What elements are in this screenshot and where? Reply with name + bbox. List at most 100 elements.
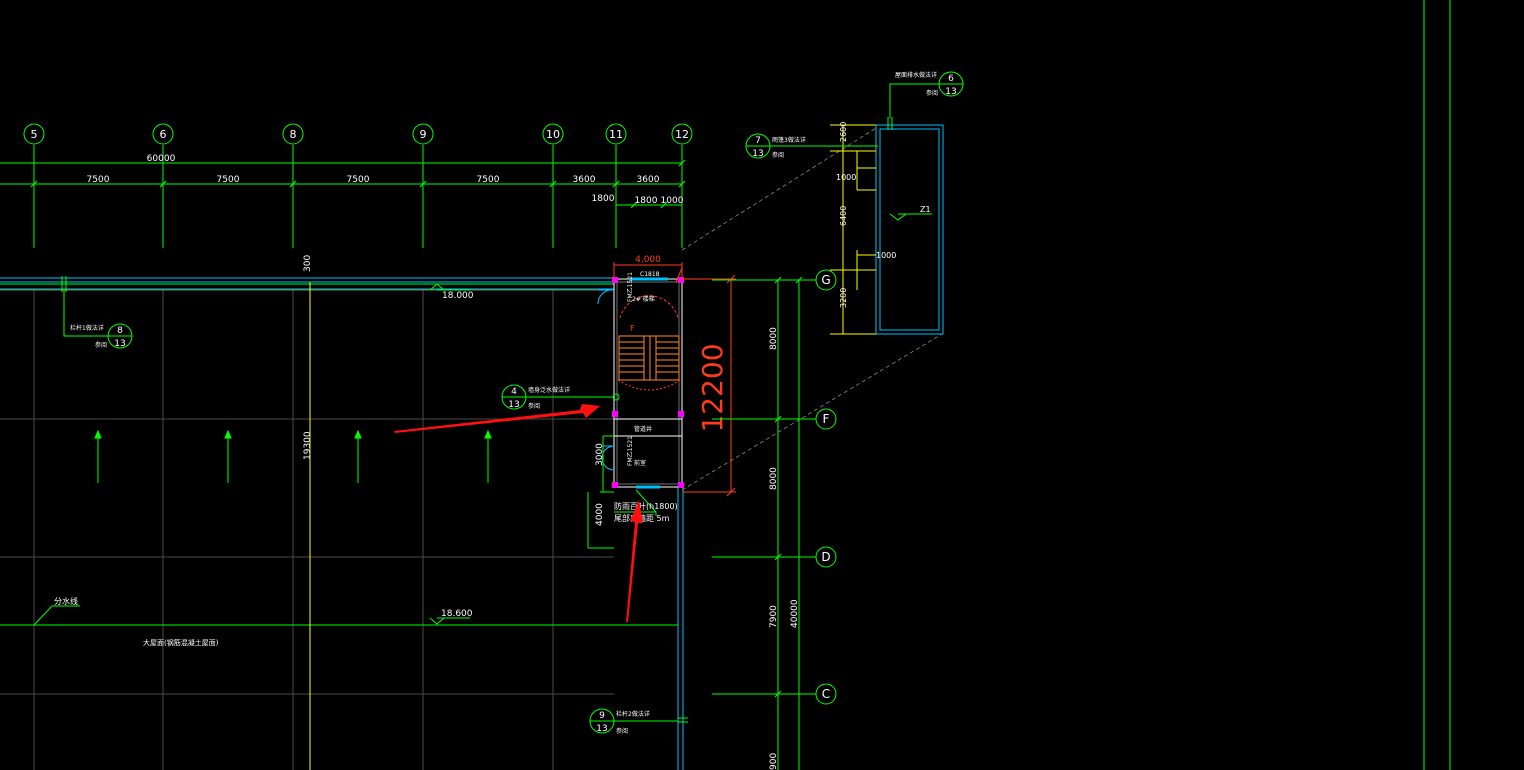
axis-label-5: 5: [31, 128, 38, 141]
axis-label-11: 11: [609, 128, 623, 141]
lower-side-label: FM乙1521: [627, 436, 634, 466]
callout-4-page: 13: [508, 400, 519, 410]
dim-right-40000: 40000: [790, 599, 800, 628]
dim-right-900: 900: [769, 753, 779, 770]
stair-dimensions: [613, 262, 736, 497]
dim-19300: 19300: [303, 431, 313, 460]
stair-side-label: FM乙1521: [627, 272, 634, 302]
level-marker-1: 18.000: [429, 283, 474, 301]
callout-2-ref: 参阅: [772, 151, 784, 159]
dim-sub-2: 1800: [635, 196, 658, 206]
detail-box: [830, 124, 944, 335]
dim-sub-1: 1800: [592, 194, 615, 204]
callout-2-page: 13: [752, 149, 763, 159]
detail-dim-3200: 3200: [839, 288, 848, 308]
detail-dim-1000b: 1000: [876, 251, 896, 260]
dim-span-5: 3600: [573, 175, 596, 185]
dim-left-3000: 3000: [595, 443, 605, 466]
dim-span-1: 7500: [87, 175, 110, 185]
dim-span-3: 7500: [347, 175, 370, 185]
dim-span-6: 3600: [637, 175, 660, 185]
callout-4-ref: 参阅: [528, 402, 540, 410]
stair-door-label: C1818: [640, 271, 660, 278]
axis-lines-top: [0, 145, 683, 248]
dim-sub-3: 1000: [661, 196, 684, 206]
parapet-break-marks: [61, 117, 893, 723]
dim-overall: 60000: [147, 154, 176, 164]
stair-labels: C1818 2# 楼梯 FM乙1521 F 管道井 前室 FM乙1521: [627, 271, 660, 467]
detail-leaders: [681, 127, 943, 491]
axis-label-g: G: [821, 273, 830, 287]
dim-span-4: 7500: [477, 175, 500, 185]
highlight-lines: [0, 282, 614, 770]
level-2: 18.600: [441, 609, 473, 619]
axis-label-f: F: [823, 412, 830, 426]
stair-core: [597, 267, 684, 489]
callout-3-page: 13: [114, 339, 125, 349]
fire-note: 防雨百叶(h1800) 尾部离墙距 5m: [614, 489, 678, 523]
callout-5-num: 9: [599, 711, 605, 721]
detail-dim-1000a: 1000: [836, 173, 856, 182]
callout-5[interactable]: 9 13 栏杆2做法详 参阅: [589, 708, 678, 735]
drawing-frame: [1423, 0, 1451, 770]
dim-right-8000a: 8000: [769, 327, 779, 350]
stair-length-dim: 12200: [696, 343, 729, 432]
axis-label-6: 6: [160, 128, 167, 141]
callout-2[interactable]: 7 13 雨篷3做法详 参阅: [745, 133, 878, 159]
dim-span-2: 7500: [217, 175, 240, 185]
background-grid: [0, 290, 614, 770]
level-1: 18.000: [442, 291, 474, 301]
stair-f-label: F: [630, 324, 635, 333]
callout-3-ref: 参阅: [95, 341, 107, 349]
callout-2-num: 7: [755, 136, 761, 146]
axis-bubbles-top: 5 6 8 9 10 11 12: [23, 123, 693, 145]
lower-room1-label: 管道井: [634, 425, 652, 433]
callout-1[interactable]: 6 13 屋面排水做法详 参阅: [889, 71, 964, 118]
detail-dims: 2600 1000 6400 1000 3200 Z1: [836, 122, 931, 308]
axis-label-10: 10: [546, 128, 560, 141]
dim-300: 300: [303, 255, 313, 272]
detail-dim-2600: 2600: [839, 122, 848, 142]
callout-2-title: 雨篷3做法详: [772, 136, 806, 144]
axis-bubbles-right: G F D C: [815, 269, 837, 705]
roof-note: 大屋面(钢筋混凝土屋面): [143, 638, 219, 647]
fire-note-1: 防雨百叶(h1800): [614, 501, 678, 511]
axis-label-c: C: [822, 687, 830, 701]
left-stair-dims: [587, 435, 614, 549]
gutter-leader: 分水线: [33, 596, 80, 626]
callout-3-title: 栏杆1做法详: [70, 324, 104, 332]
callout-1-title: 屋面排水做法详: [895, 71, 937, 79]
callout-1-ref: 参阅: [926, 89, 938, 97]
dimension-text-right: 8000 8000 7900 40000 900: [769, 327, 800, 770]
axis-label-9: 9: [420, 128, 427, 141]
axis-label-12: 12: [675, 128, 689, 141]
level-marker-2: 18.600: [429, 609, 473, 625]
callout-1-num: 6: [948, 74, 954, 84]
detail-dim-z1: Z1: [920, 205, 931, 214]
drainage-arrows: [94, 429, 492, 483]
lower-room2-label: 前室: [634, 459, 646, 467]
parapet-walls: [0, 277, 684, 770]
detail-dim-6400: 6400: [839, 206, 848, 226]
dim-right-7900: 7900: [769, 605, 779, 628]
red-arrow-1: [394, 404, 600, 433]
red-arrow-2: [626, 500, 643, 622]
stair-width-dim: 4,000: [635, 255, 661, 265]
dimension-text-top: 60000 7500 7500 7500 7500 3600 3600 1800…: [87, 154, 684, 206]
callout-5-ref: 参阅: [616, 727, 628, 735]
callout-5-page: 13: [596, 724, 607, 734]
callout-1-page: 13: [945, 87, 956, 97]
axis-lines-right: [712, 276, 816, 770]
dimension-ticks-top: [30, 159, 686, 209]
callout-3[interactable]: 8 13 栏杆1做法详 参阅: [63, 290, 133, 349]
callout-3-num: 8: [117, 326, 123, 336]
callout-5-title: 栏杆2做法详: [616, 710, 650, 718]
axis-label-d: D: [821, 550, 830, 564]
callout-4-title: 墙身泛水做法详: [528, 386, 570, 394]
stair-room-label: 2# 楼梯: [632, 295, 655, 303]
dim-right-8000b: 8000: [769, 467, 779, 490]
callout-4[interactable]: 4 13 墙身泛水做法详 参阅: [501, 384, 620, 410]
axis-label-8: 8: [290, 128, 297, 141]
callout-4-num: 4: [511, 387, 517, 397]
